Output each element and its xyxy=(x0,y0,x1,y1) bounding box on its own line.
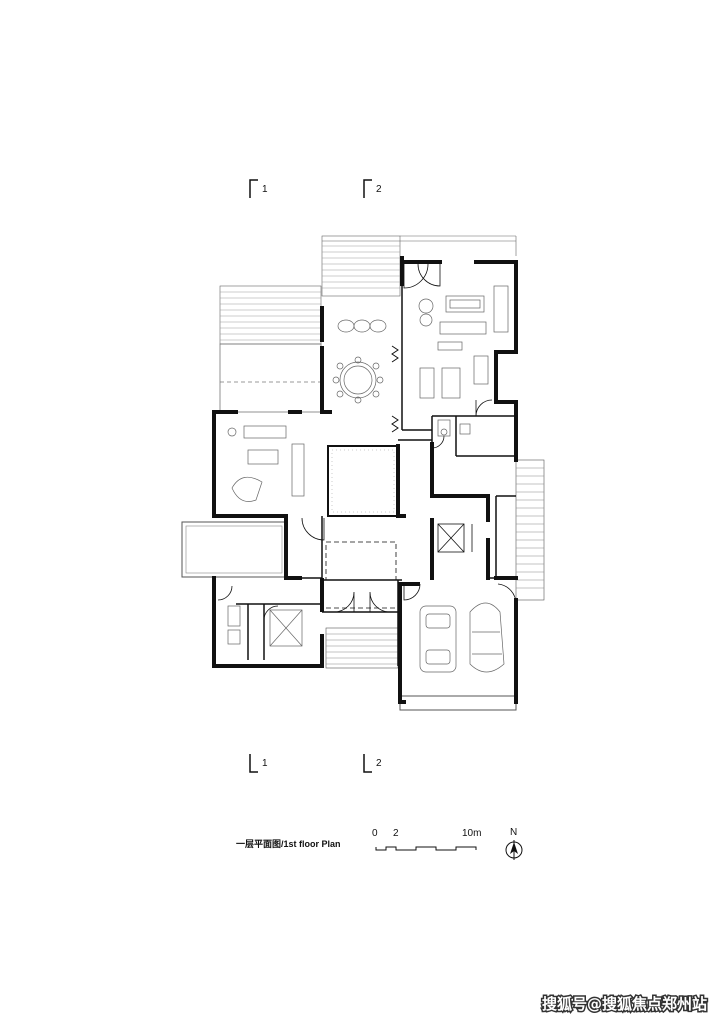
doors xyxy=(217,263,517,621)
stair-core xyxy=(437,523,473,553)
dashed-lines xyxy=(325,541,397,609)
break-lines xyxy=(391,345,399,433)
terrace-deck-left xyxy=(219,343,322,413)
side-stairs-right xyxy=(515,459,545,601)
living-room-furniture xyxy=(418,285,509,399)
scale-label-10m: 10m xyxy=(462,828,481,839)
inner-courtyard xyxy=(327,445,399,517)
section-marker-bottom-2: 2 xyxy=(363,754,382,773)
garage-cars xyxy=(419,602,505,673)
garage-apron xyxy=(399,695,517,711)
scale-bar: 0 2 10m xyxy=(372,828,481,851)
section-label-top-2: 2 xyxy=(376,184,382,195)
lounge-furniture xyxy=(227,425,305,502)
scale-label-2: 2 xyxy=(393,828,399,839)
bathroom-fixtures xyxy=(227,419,471,647)
scale-label-0: 0 xyxy=(372,828,378,839)
north-arrow: N xyxy=(505,827,523,860)
section-label-top-1: 1 xyxy=(262,184,268,195)
walls xyxy=(212,256,518,704)
entry-steps-front xyxy=(325,627,399,669)
terrace-left-lower xyxy=(181,521,287,578)
terrace-stairs-left xyxy=(219,285,322,345)
north-label: N xyxy=(510,827,517,838)
dining-table xyxy=(332,319,387,404)
section-label-bottom-2: 2 xyxy=(376,758,382,769)
entry-deck-top xyxy=(321,235,517,297)
section-marker-bottom-1: 1 xyxy=(249,754,268,773)
thin-walls xyxy=(236,284,516,666)
watermark-text: 搜狐号@搜狐焦点郑州站 xyxy=(542,995,707,1013)
section-marker-top-1: 1 xyxy=(249,179,268,198)
plan-caption: 一层平面图/1st floor Plan xyxy=(236,839,341,849)
section-marker-top-2: 2 xyxy=(363,179,382,198)
watermark: 搜狐号@搜狐焦点郑州站 xyxy=(540,994,708,1015)
section-label-bottom-1: 1 xyxy=(262,758,268,769)
